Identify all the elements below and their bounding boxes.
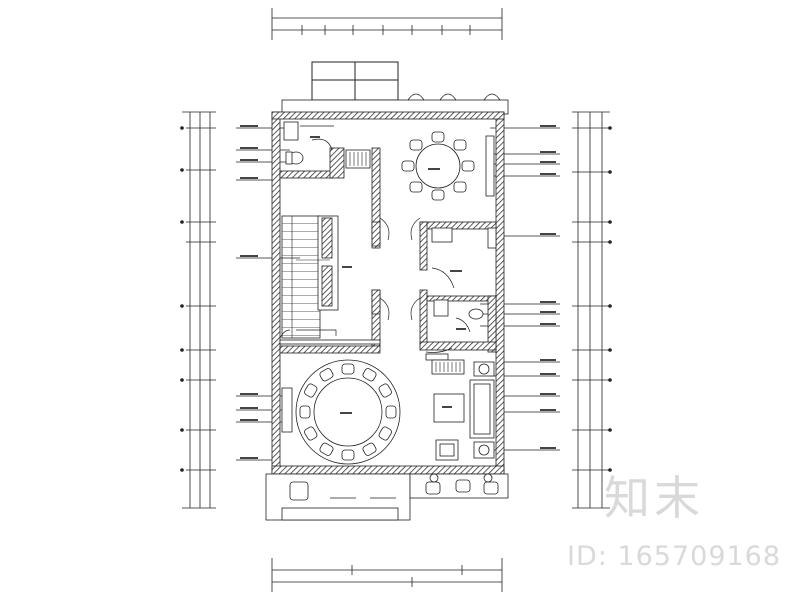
dimension-left-dots xyxy=(180,126,184,472)
dimension-left xyxy=(182,111,216,509)
dining-chair xyxy=(304,426,318,441)
chimney-block xyxy=(311,61,399,101)
hall-columns xyxy=(321,217,381,315)
dining-chair xyxy=(319,368,334,382)
living-area xyxy=(431,359,495,461)
dining-chair xyxy=(304,383,318,398)
wc-top-left xyxy=(283,121,371,169)
leader-tags-right xyxy=(540,125,556,449)
dining-chair xyxy=(362,442,377,456)
dining-chair xyxy=(385,405,397,419)
dining-chair xyxy=(341,449,355,461)
room-label-marks xyxy=(310,136,466,414)
dining-chair xyxy=(362,368,377,382)
dimension-right xyxy=(572,111,610,509)
dimension-bottom xyxy=(271,558,503,592)
watermark-id: ID: 165709168 xyxy=(567,541,782,572)
dining-chair xyxy=(378,383,392,398)
kitchen-area xyxy=(425,227,497,361)
dining-chair xyxy=(378,426,392,441)
dimension-right-dots xyxy=(608,126,612,472)
leader-tags-left xyxy=(240,125,258,459)
round-table-lower-chairs xyxy=(299,363,397,461)
round-table-upper xyxy=(401,131,495,201)
dining-chair xyxy=(299,405,311,419)
leader-lines-left xyxy=(236,127,300,461)
bottom-terrace xyxy=(265,473,509,521)
dining-chair xyxy=(341,363,355,375)
interior-walls xyxy=(279,147,497,354)
dimension-top xyxy=(271,8,503,40)
dining-chair xyxy=(319,442,334,456)
watermark-logo: 知末 xyxy=(604,471,704,525)
sideboard-left xyxy=(281,387,293,433)
